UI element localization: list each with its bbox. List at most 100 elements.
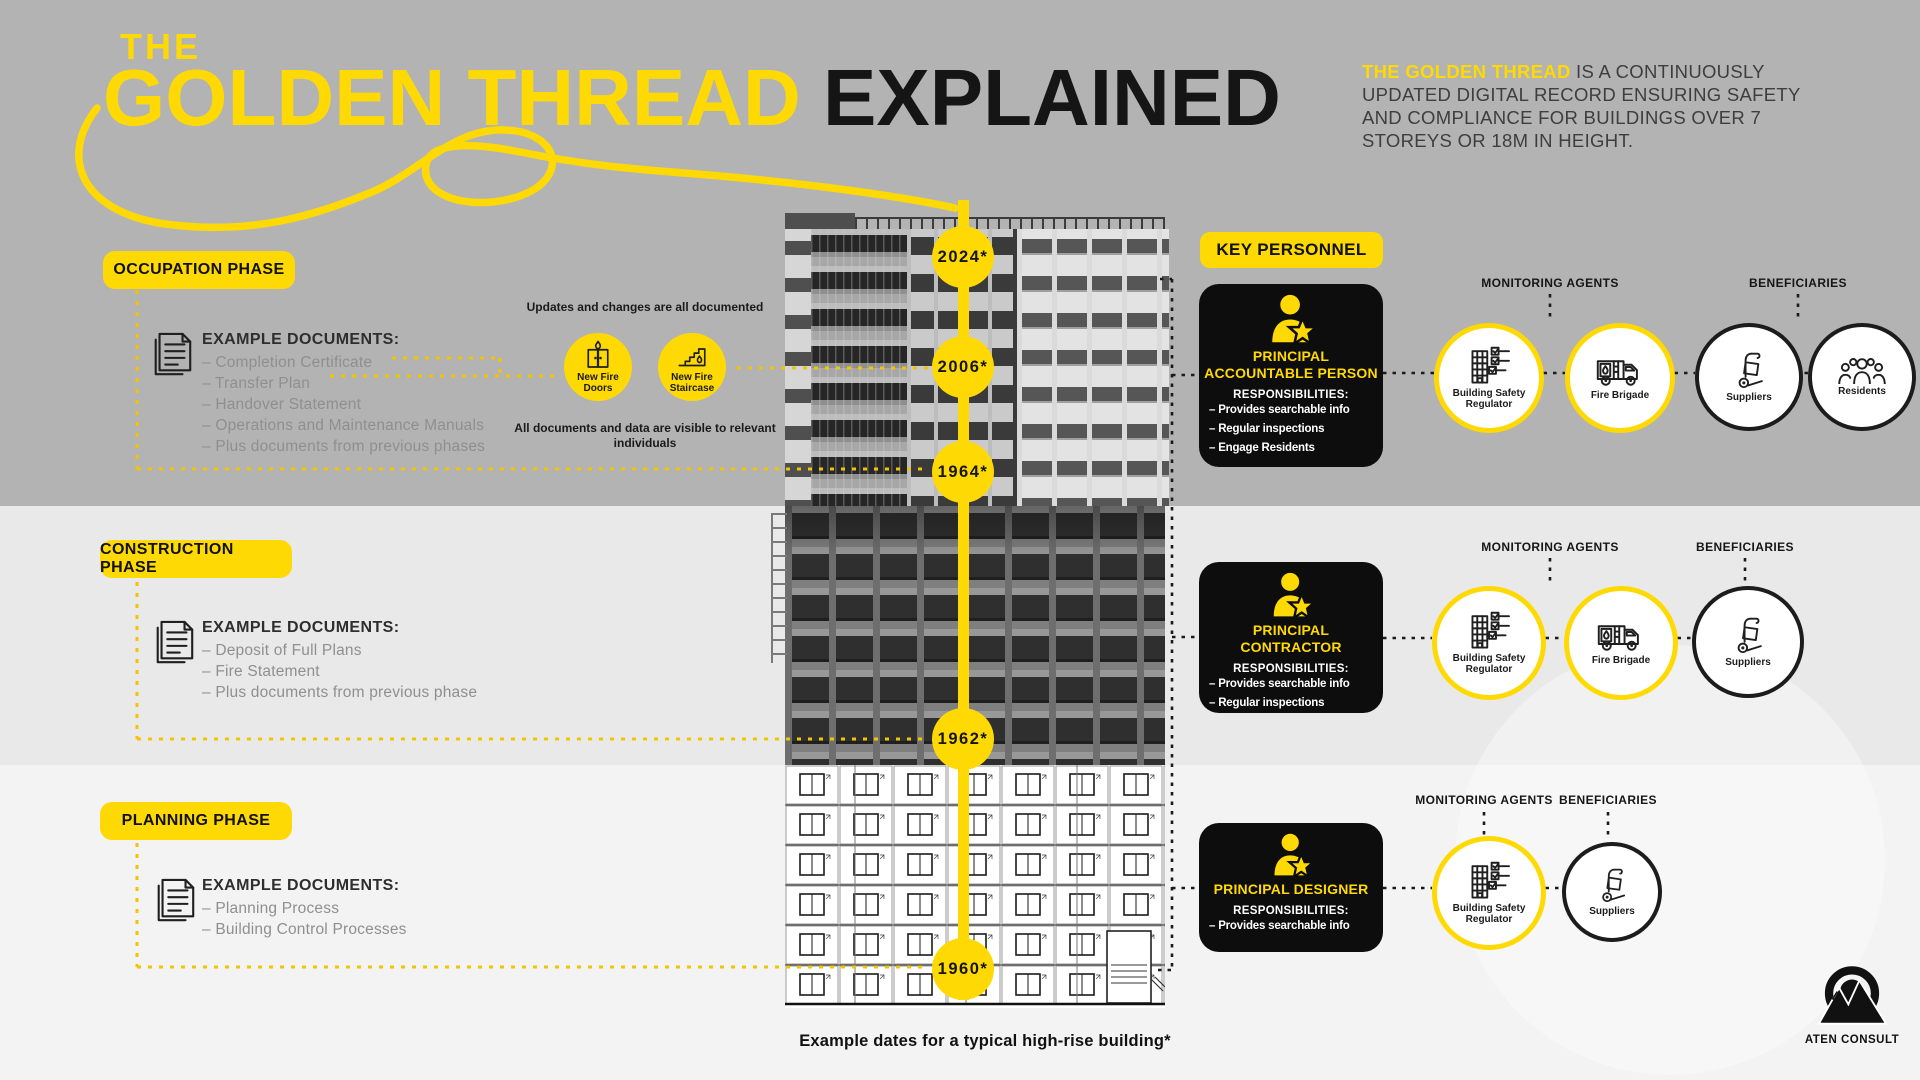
timeline-node-2006: 2006* [932,336,994,398]
circle-label: Suppliers [1726,392,1772,404]
circle-label: Building Safety Regulator [1452,652,1526,676]
circle-building-safety-regulator: Building Safety Regulator [1434,323,1544,433]
responsibilities-title: RESPONSIBILITIES: [1233,389,1349,401]
doc-item: – Completion Certificate [202,354,373,371]
suppliers-icon [1731,350,1767,390]
aten-consult-logo: ATEN CONSULT [1800,963,1904,1046]
intro-paragraph: THE GOLDEN THREAD IS A CONTINUOUSLY UPDA… [1362,60,1842,152]
page-title: GOLDEN THREAD EXPLAINED [103,52,1281,144]
documents-icon [151,878,199,924]
responsibility-item: – Regular inspections [1209,423,1325,435]
title-golden-thread: GOLDEN THREAD [103,53,823,142]
title-the: THE [120,26,201,67]
circle-label: Suppliers [1725,657,1771,669]
doc-item: – Handover Statement [202,396,362,413]
doc-item: – Operations and Maintenance Manuals [202,417,485,434]
circle-label: Building Safety Regulator [1452,387,1526,411]
doc-item: – Deposit of Full Plans [202,642,362,659]
phase-badge-occupation: OCCUPATION PHASE [103,251,295,289]
responsibility-item: – Provides searchable info [1209,920,1350,932]
suppliers-icon [1595,866,1629,904]
phase-badge-construction: CONSTRUCTION PHASE [100,540,292,578]
intro-highlight: THE GOLDEN THREAD [1362,61,1571,82]
building-safety-regulator-icon [1467,611,1511,651]
suppliers-icon [1730,615,1766,655]
circle-residents: Residents [1808,323,1916,431]
new-fire-staircase-circle: New Fire Staircase [658,333,726,401]
circle-building-safety-regulator: Building Safety Regulator [1432,836,1546,950]
fire-door-icon [583,340,613,370]
circle-building-safety-regulator: Building Safety Regulator [1432,586,1546,700]
circle-suppliers: Suppliers [1695,323,1803,431]
building-safety-regulator-icon [1467,861,1511,901]
building-safety-regulator-icon [1467,346,1511,386]
card-title: PRINCIPAL CONTRACTOR [1240,622,1342,655]
timeline-node-1960: 1960* [932,938,994,1000]
golden-thread-curve [75,104,959,232]
planning-doc-list: EXAMPLE DOCUMENTS: – Planning Process – … [202,877,407,940]
timeline-node-2024: 2024* [932,226,994,288]
visibility-note: All documents and data are visible to re… [514,421,776,450]
card-title: PRINCIPAL ACCOUNTABLE PERSON [1204,348,1378,381]
beneficiaries-header: BENEFICIARIES [1559,793,1657,807]
circle-label: Suppliers [1589,906,1635,918]
doc-item: – Planning Process [202,900,340,917]
responsibilities-title: RESPONSIBILITIES: [1233,663,1349,675]
card-principal-designer: PRINCIPAL DESIGNER RESPONSIBILITIES: – P… [1199,823,1383,952]
beneficiaries-header: BENEFICIARIES [1696,540,1794,554]
monitoring-agents-header: MONITORING AGENTS [1481,540,1619,554]
fire-brigade-icon [1597,619,1645,653]
documents-icon [150,620,198,666]
responsibilities-title: RESPONSIBILITIES: [1233,905,1349,917]
doc-item: – Transfer Plan [202,375,311,392]
residents-icon [1838,356,1886,384]
circle-label: Fire Brigade [1590,390,1650,402]
responsibility-item: – Regular inspections [1209,697,1325,709]
phase-badge-planning: PLANNING PHASE [100,802,292,840]
card-principal-contractor: PRINCIPAL CONTRACTOR RESPONSIBILITIES: –… [1199,562,1383,713]
responsibility-item: – Provides searchable info [1209,678,1350,690]
intro-text: IS A CONTINUOUSLY UPDATED DIGITAL RECORD… [1362,61,1801,151]
key-personnel-badge: KEY PERSONNEL [1200,232,1383,268]
circle-label: Residents [1838,386,1886,398]
fire-staircase-icon [677,340,707,370]
responsibility-item: – Provides searchable info [1209,404,1350,416]
building-roof-block [785,213,855,229]
doc-list-title: EXAMPLE DOCUMENTS: [202,619,400,636]
occupation-doc-list: EXAMPLE DOCUMENTS: – Completion Certific… [202,331,485,457]
circle-suppliers: Suppliers [1562,842,1662,942]
fire-brigade-icon [1596,354,1644,388]
doc-item: – Plus documents from previous phase [202,684,478,701]
monitoring-agents-header: MONITORING AGENTS [1415,793,1553,807]
doc-item: – Plus documents from previous phases [202,438,486,455]
circle-label: Building Safety Regulator [1452,902,1526,926]
monitoring-agents-header: MONITORING AGENTS [1481,276,1619,290]
documents-icon [148,332,196,378]
doc-item: – Building Control Processes [202,921,407,938]
timeline-bar [958,200,969,1000]
title-explained: EXPLAINED [823,53,1281,142]
circle-fire-brigade: Fire Brigade [1564,586,1678,700]
circle-fire-brigade: Fire Brigade [1565,323,1675,433]
doc-list-title: EXAMPLE DOCUMENTS: [202,877,400,894]
responsibility-item: – Engage Residents [1209,442,1315,454]
card-principal-accountable-person: PRINCIPAL ACCOUNTABLE PERSON RESPONSIBIL… [1199,284,1383,467]
new-fire-staircase-label: New Fire Staircase [669,372,715,394]
beneficiaries-header: BENEFICIARIES [1749,276,1847,290]
timeline-node-1964: 1964* [932,441,994,503]
new-fire-doors-label: New Fire Doors [577,372,619,394]
person-star-icon [1266,572,1316,618]
doc-item: – Fire Statement [202,663,320,680]
timeline-caption: Example dates for a typical high-rise bu… [799,1032,1171,1050]
person-star-icon [1265,294,1317,344]
circle-label: Fire Brigade [1591,655,1651,667]
person-star-icon [1268,833,1314,877]
logo-text: ATEN CONSULT [1804,1034,1900,1046]
scaffolding [771,513,787,663]
doc-list-title: EXAMPLE DOCUMENTS: [202,331,400,348]
circle-suppliers: Suppliers [1692,586,1804,698]
card-title: PRINCIPAL DESIGNER [1213,881,1369,897]
mountain-ring-logo-icon [1806,963,1898,1031]
